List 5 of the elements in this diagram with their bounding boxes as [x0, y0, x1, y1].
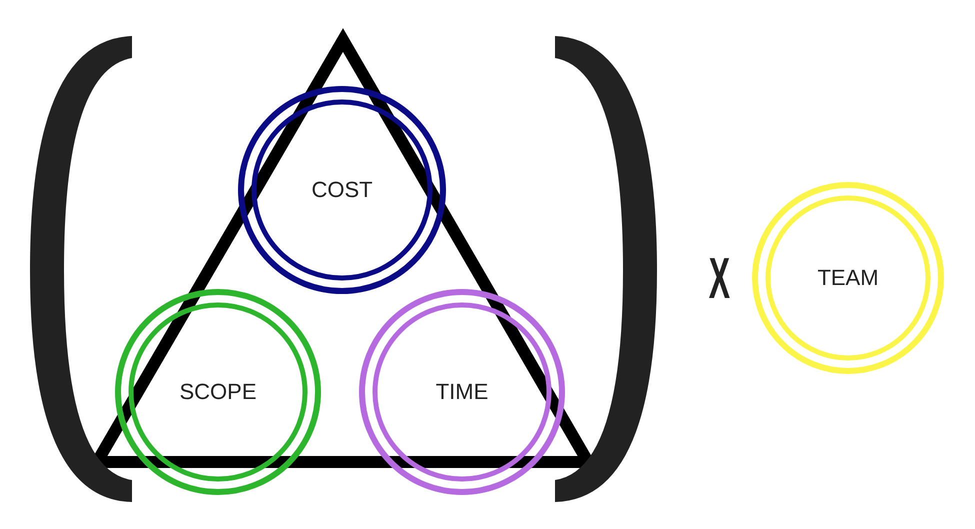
multiply-sign: X	[708, 250, 730, 308]
circle-label: TEAM	[816, 265, 880, 291]
circle-label: TIME	[434, 379, 490, 405]
circle-label: COST	[310, 177, 374, 203]
circle-label: SCOPE	[178, 379, 258, 405]
